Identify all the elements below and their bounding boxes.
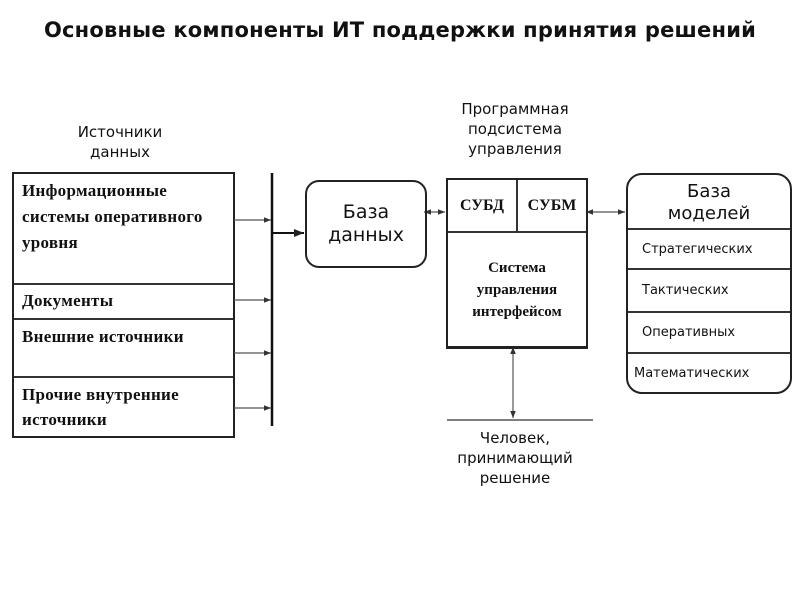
decision-maker-line1: Человек, <box>479 429 551 447</box>
model-base-line2: моделей <box>667 203 751 224</box>
model-base-line1: База <box>687 181 731 202</box>
source-item-other-internal: Прочие внутренние источники <box>22 385 179 429</box>
model-base-box: База моделей Стратегических Тактических … <box>626 173 792 394</box>
program-heading-line2: подсистема <box>467 120 563 138</box>
program-subsystem-heading: Программная подсистема управления <box>430 99 600 159</box>
source-item-operational-systems: Информационные системы оперативного уров… <box>14 174 233 285</box>
model-base-heading: База моделей <box>628 175 790 230</box>
decision-maker-line3: решение <box>479 469 551 487</box>
diagram-title: Основные компоненты ИТ поддержки приняти… <box>43 18 757 42</box>
decision-maker-label: Человек, принимающий решение <box>430 428 600 488</box>
program-subsystem-box: СУБД СУБМ Система управления интерфейсом <box>446 178 588 349</box>
interface-line2: управления <box>476 281 558 298</box>
interface-line1: Система <box>488 259 546 276</box>
model-item-operational: Оперативных <box>628 313 790 354</box>
model-item-tactical: Тактических <box>628 270 790 313</box>
database-label-line1: База <box>342 201 390 223</box>
model-item-strategic: Стратегических <box>628 230 790 270</box>
sources-heading-line1: Источники <box>77 123 163 141</box>
database-label-line2: данных <box>328 224 404 246</box>
interface-management-cell: Система управления интерфейсом <box>448 233 586 346</box>
dbms-cell: СУБД <box>459 196 505 214</box>
program-heading-line3: управления <box>468 140 562 158</box>
source-item-external: Внешние источники <box>14 320 233 378</box>
sources-heading-line2: данных <box>90 143 150 161</box>
mbms-cell: СУБМ <box>516 180 586 231</box>
program-heading-line1: Программная <box>461 100 569 118</box>
decision-maker-line2: принимающий <box>457 449 573 467</box>
source-item-documents: Документы <box>14 285 233 320</box>
sources-heading: Источники данных <box>40 122 200 162</box>
model-item-mathematical: Математических <box>634 365 750 381</box>
interface-line3: интерфейсом <box>472 303 562 320</box>
data-sources-table: Информационные системы оперативного уров… <box>12 172 235 438</box>
database-box: База данных <box>305 180 427 268</box>
